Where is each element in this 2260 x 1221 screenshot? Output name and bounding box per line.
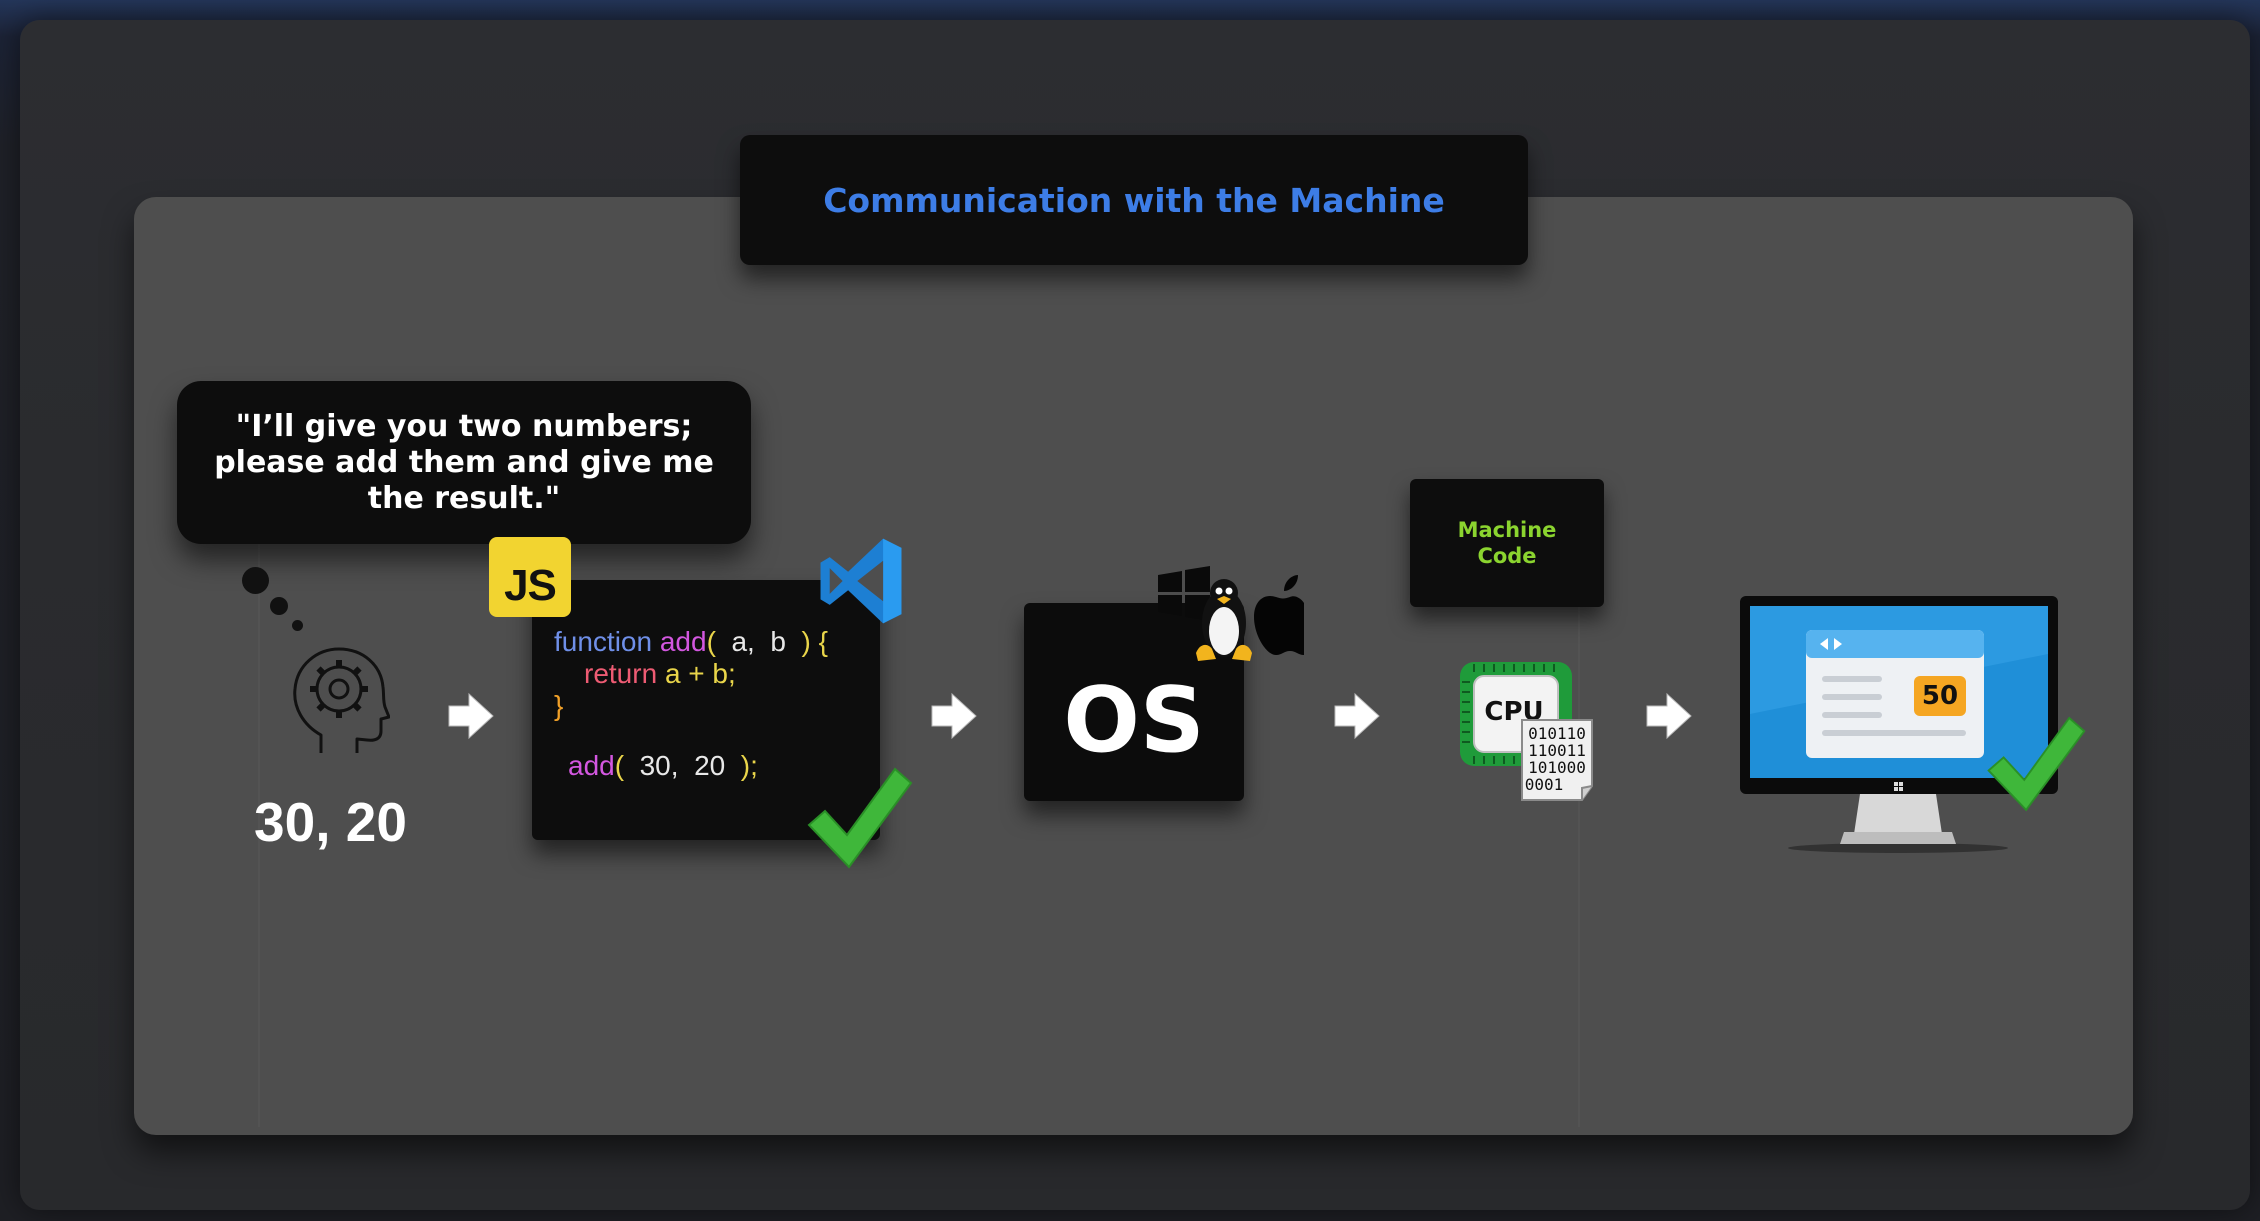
diagram-title: Communication with the Machine [823,180,1445,220]
code-keyword: return [584,658,665,689]
vscode-icon [820,538,902,624]
code-line-4: add( 30, 20 ); [568,750,758,782]
title-box: Communication with the Machine [740,135,1528,265]
check-icon [1987,716,2086,812]
thought-text: "I’ll give you two numbers; please add t… [214,408,714,516]
code-line-1: function add( a, b ) { [554,626,828,658]
arrow-right-icon [448,692,494,740]
thought-dot-medium [270,597,288,615]
arrow-right-icon [1334,692,1380,740]
thought-dot-small [292,620,303,631]
arrow-right-icon [1646,692,1692,740]
code-brace: ) { [793,626,828,657]
thought-bubble: "I’ll give you two numbers; please add t… [177,381,751,544]
thought-dot-large [242,567,269,594]
machine-code-label: Machine Code [1457,518,1557,568]
code-editor-box: function add( a, b ) { return a + b; } a… [532,580,880,840]
os-label: OS [1063,667,1205,773]
arrow-right-icon [931,692,977,740]
check-icon [807,767,913,869]
binary-line: 110011 [1528,741,1586,760]
code-line-2: return a + b; [584,658,736,690]
binary-line: 0001 [1525,775,1564,794]
binary-line: 010110 [1528,724,1586,743]
code-paren: ( [706,626,724,657]
os-logos [1158,566,1304,661]
windows-icon [1158,566,1210,621]
binary-line: 101000 [1528,758,1586,777]
monitor-icon: 50 [1740,596,2058,853]
machine-code-box: Machine Code [1410,479,1604,607]
code-function-name: add [659,626,707,657]
cpu-chip-icon: CPU 010110 110011 101000 0001 [1460,662,1593,801]
code-paren: ); [733,750,758,781]
binary-document-icon: 010110 110011 101000 0001 [1521,719,1593,801]
linux-tux-icon [1196,579,1252,661]
result-value: 50 [1922,681,1958,711]
code-paren: ( [614,750,632,781]
code-expression: a + b; [664,658,736,689]
code-keyword: function [554,626,660,657]
js-logo-icon: JS [489,537,571,617]
input-numbers: 30, 20 [254,791,407,853]
code-args: 30, 20 [631,750,734,781]
apple-icon [1254,575,1304,655]
code-function-name: add [568,750,615,781]
js-badge-text: JS [504,561,557,610]
code-params: a, b [723,626,794,657]
code-line-3: } [554,690,564,721]
head-gear-icon [293,647,390,753]
